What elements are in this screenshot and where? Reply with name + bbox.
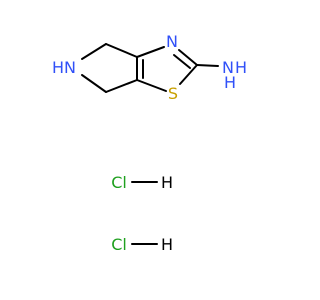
structure-canvas: N H N S N H H Cl H Cl H: [52, 32, 247, 254]
salt-1-h-label: H: [161, 173, 173, 192]
bond-c2-s1: [179, 64, 198, 85]
salt-2-cl-label: Cl: [111, 235, 127, 254]
salt-1-cl-label: Cl: [111, 173, 127, 192]
thiazole-s-label: S: [168, 84, 178, 103]
thiazole-n-label: N: [166, 32, 178, 51]
molecule-drawing: N H N S N H H Cl H Cl H: [52, 32, 247, 254]
bond-c4-n5: [81, 43, 107, 60]
bond-c4-c3a: [105, 43, 138, 58]
bond-n3-c2: [178, 49, 198, 66]
bond-n5-c6: [81, 74, 107, 93]
bond-c3a-n3: [136, 46, 165, 58]
pyrrolidine-n-label: N: [64, 58, 76, 77]
amine-n-label: N: [222, 58, 234, 77]
bond-c2-nh2: [196, 64, 219, 67]
bond-c6-c6a: [105, 79, 138, 93]
bond-n3-c2-double: [173, 54, 191, 69]
salt-2-h-label: H: [161, 235, 173, 254]
amine-h1-label: H: [235, 58, 247, 77]
pyrrolidine-h-label: H: [52, 58, 64, 77]
amine-h2-label: H: [224, 73, 236, 92]
bond-s1-c6a: [136, 79, 167, 92]
